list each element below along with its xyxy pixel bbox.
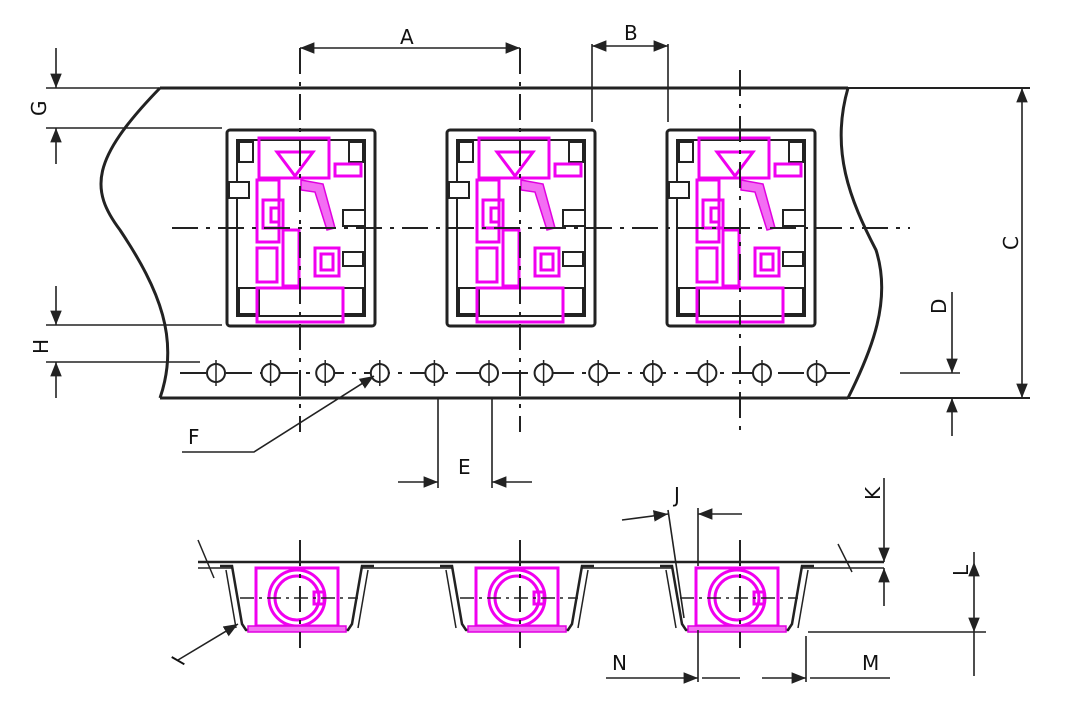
- label-m: M: [862, 651, 879, 675]
- label-k: K: [861, 486, 885, 500]
- dimension-g: G: [27, 48, 222, 164]
- dimension-k: K: [861, 478, 890, 606]
- label-l: L: [949, 564, 973, 576]
- dimension-j: J: [621, 483, 742, 619]
- side-pocket-1: [218, 564, 376, 634]
- dimension-c: C: [999, 88, 1028, 398]
- label-g: G: [27, 101, 51, 117]
- dimension-i: I: [166, 623, 239, 669]
- label-n: N: [612, 651, 627, 675]
- dimension-e: E: [398, 398, 532, 488]
- dimension-h: H: [29, 286, 222, 398]
- label-e: E: [458, 455, 471, 479]
- label-f: F: [188, 425, 200, 449]
- dimension-f: F: [182, 375, 375, 453]
- label-c: C: [999, 236, 1023, 250]
- side-pocket-3: [658, 564, 816, 634]
- dimension-b: B: [591, 21, 669, 122]
- label-b: B: [624, 21, 638, 45]
- carrier-tape-top-view: [99, 86, 1030, 400]
- side-pocket-2: [438, 564, 596, 634]
- sprocket-holes: [206, 360, 827, 386]
- dimension-d: D: [900, 292, 960, 436]
- label-a: A: [400, 25, 414, 49]
- dimension-l: L: [808, 552, 986, 676]
- label-j: J: [672, 483, 680, 507]
- dimension-n: N: [606, 630, 740, 684]
- carrier-tape-side-view: [197, 539, 884, 648]
- label-d: D: [927, 299, 951, 314]
- label-h: H: [29, 339, 53, 354]
- dimension-a: A: [300, 25, 520, 54]
- dimension-m: M: [762, 636, 890, 684]
